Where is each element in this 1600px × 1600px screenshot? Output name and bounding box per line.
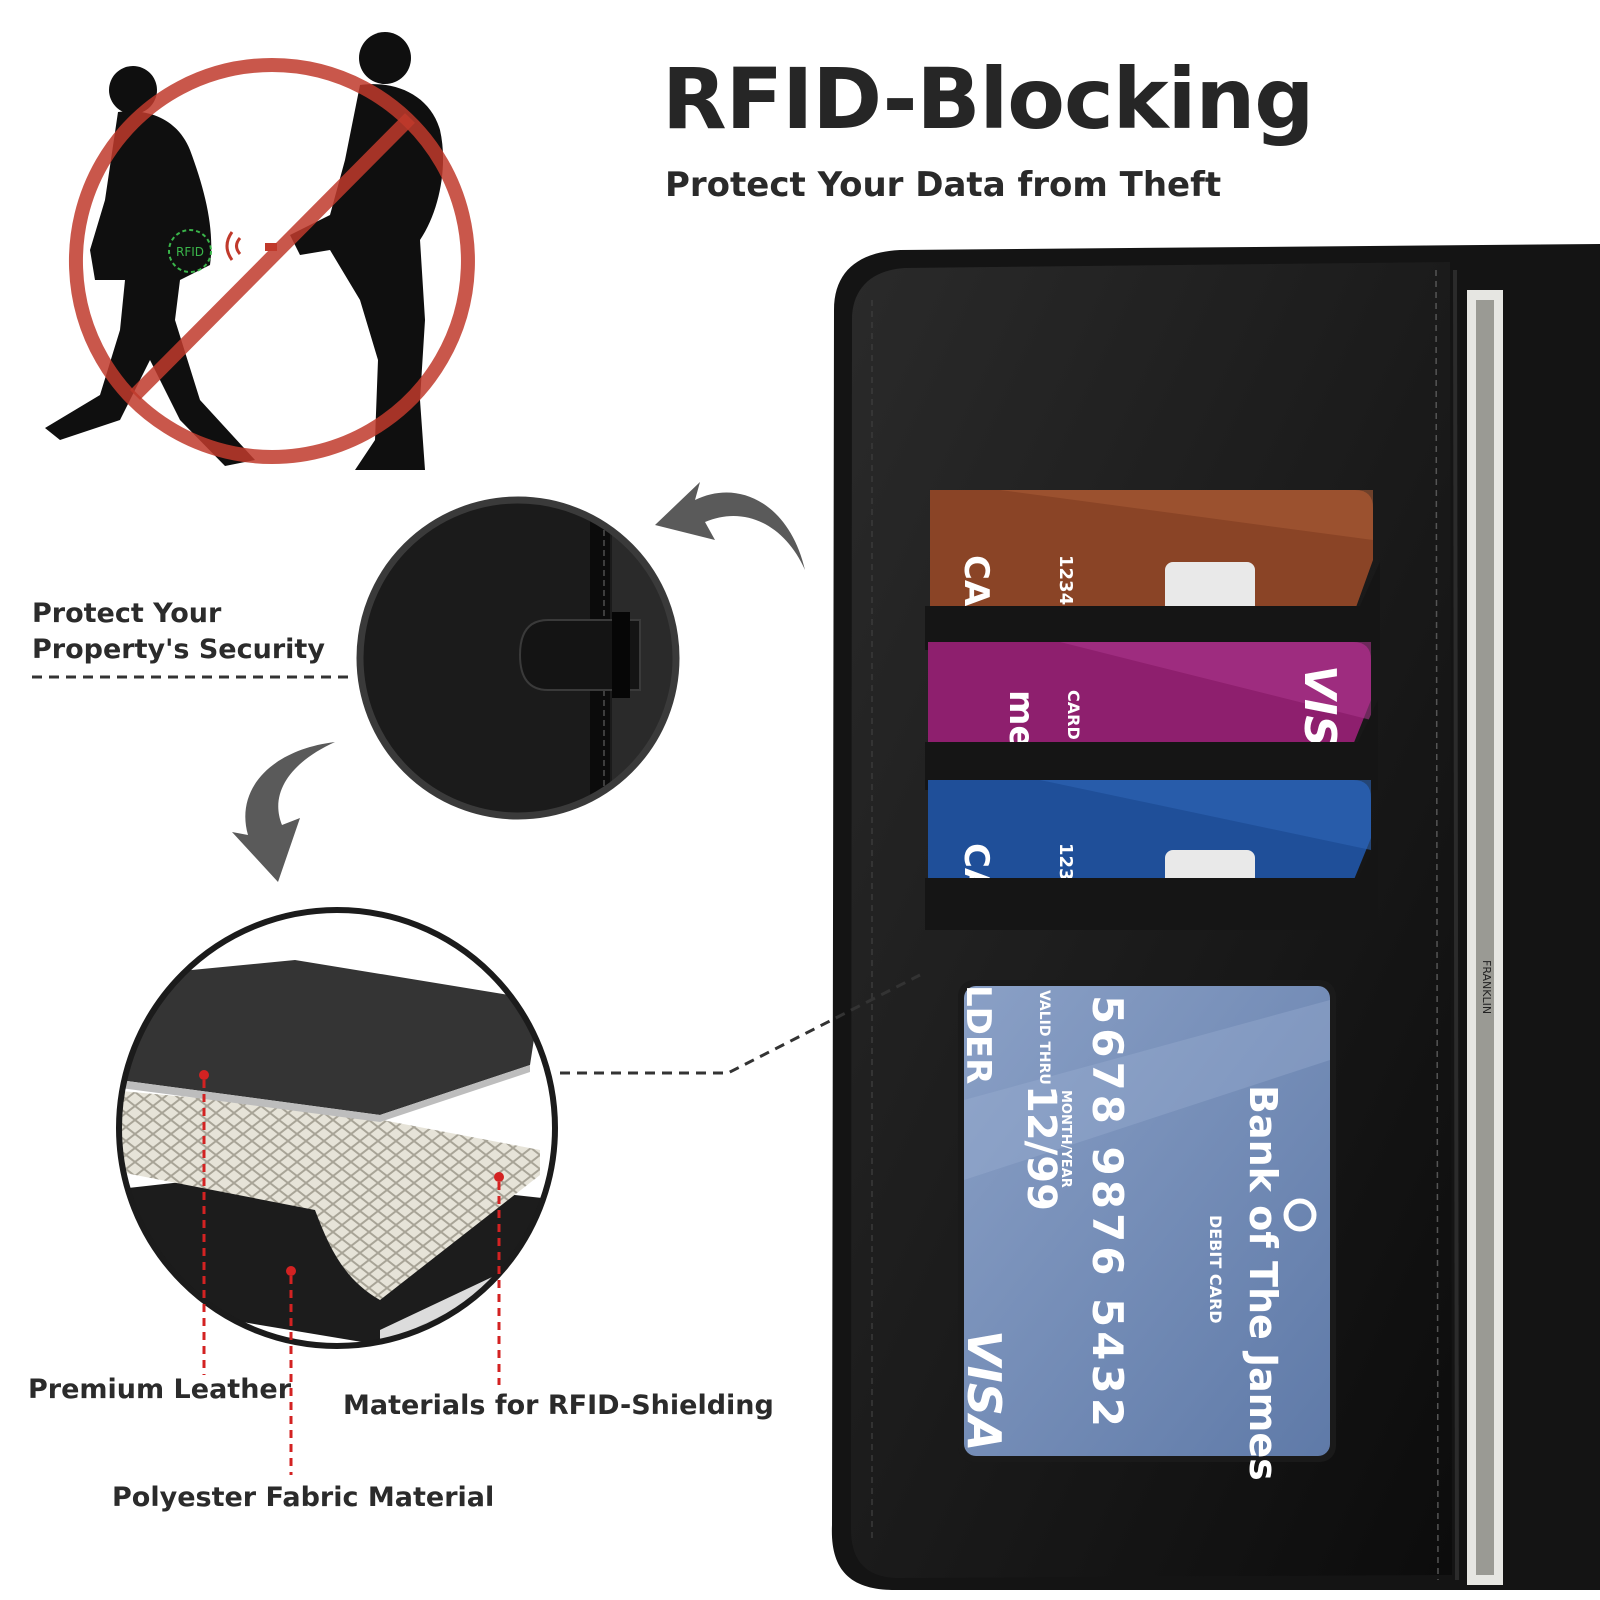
premium-leather-pointer — [199, 1070, 209, 1375]
signal-waves-icon — [225, 231, 277, 261]
id-brand: VISA — [957, 1330, 1011, 1451]
id-card-type: DEBIT CARD — [1206, 1215, 1225, 1324]
curved-arrow-down-icon — [232, 742, 335, 882]
security-callout-line2: Property's Security — [32, 634, 325, 665]
prohibition-circle — [69, 58, 475, 464]
purple-card-label: CARD — [1064, 690, 1083, 740]
page-subtitle: Protect Your Data from Theft — [665, 165, 1222, 205]
polyester-label: Polyester Fabric Material — [112, 1482, 495, 1513]
slot-pocket-3 — [925, 838, 1378, 930]
id-expiry: 12/99 — [1018, 1085, 1064, 1211]
polyester-pointer — [286, 1266, 296, 1475]
slot-card-brown: CA 1234 — [930, 490, 1373, 622]
curved-arrow-left-icon — [655, 482, 805, 570]
rfid-shielding-pointer — [494, 1172, 504, 1385]
brown-card-fragment: CA — [956, 555, 996, 607]
premium-leather-label: Premium Leather — [28, 1374, 292, 1405]
victim-silhouette — [45, 66, 255, 467]
banknote-text: FRANKLIN — [1480, 960, 1493, 1014]
page-title: RFID-Blocking — [662, 50, 1314, 148]
id-bank-name: Bank of The James — [1241, 1085, 1285, 1481]
layer-premium-leather — [120, 960, 540, 1115]
id-window-leader-line — [560, 973, 921, 1075]
slot-pocket-1 — [925, 562, 1380, 650]
id-holder-fragment: LDER — [958, 985, 998, 1084]
theft-illustration: RFID — [45, 32, 475, 470]
id-month-year: MONTH/YEAR — [1058, 1090, 1073, 1188]
id-window: LDER VALID THRU 12/99 MONTH/YEAR 5678 98… — [957, 980, 1336, 1481]
brown-card-digits: 1234 — [1055, 555, 1076, 605]
rfid-badge: RFID — [168, 229, 212, 273]
rfid-shielding-label: Materials for RFID-Shielding — [343, 1390, 774, 1421]
blue-card-digits: 123 — [1055, 843, 1076, 881]
clasp-closeup — [356, 496, 680, 820]
id-valid-thru: VALID THRU — [1036, 990, 1052, 1085]
security-callout-line1: Protect Your — [32, 598, 222, 629]
slot-card-blue: CA 123 — [928, 780, 1371, 895]
slot-pocket-2 — [925, 700, 1378, 790]
thief-silhouette — [290, 32, 444, 470]
material-layers-closeup — [116, 907, 558, 1349]
prohibition-slash — [130, 113, 415, 400]
id-card-number: 5678 9876 5432 — [1083, 995, 1132, 1431]
rfid-badge-label: RFID — [176, 245, 204, 259]
layer-rfid-mesh — [119, 1090, 540, 1300]
bank-logo-icon — [1283, 1198, 1317, 1232]
